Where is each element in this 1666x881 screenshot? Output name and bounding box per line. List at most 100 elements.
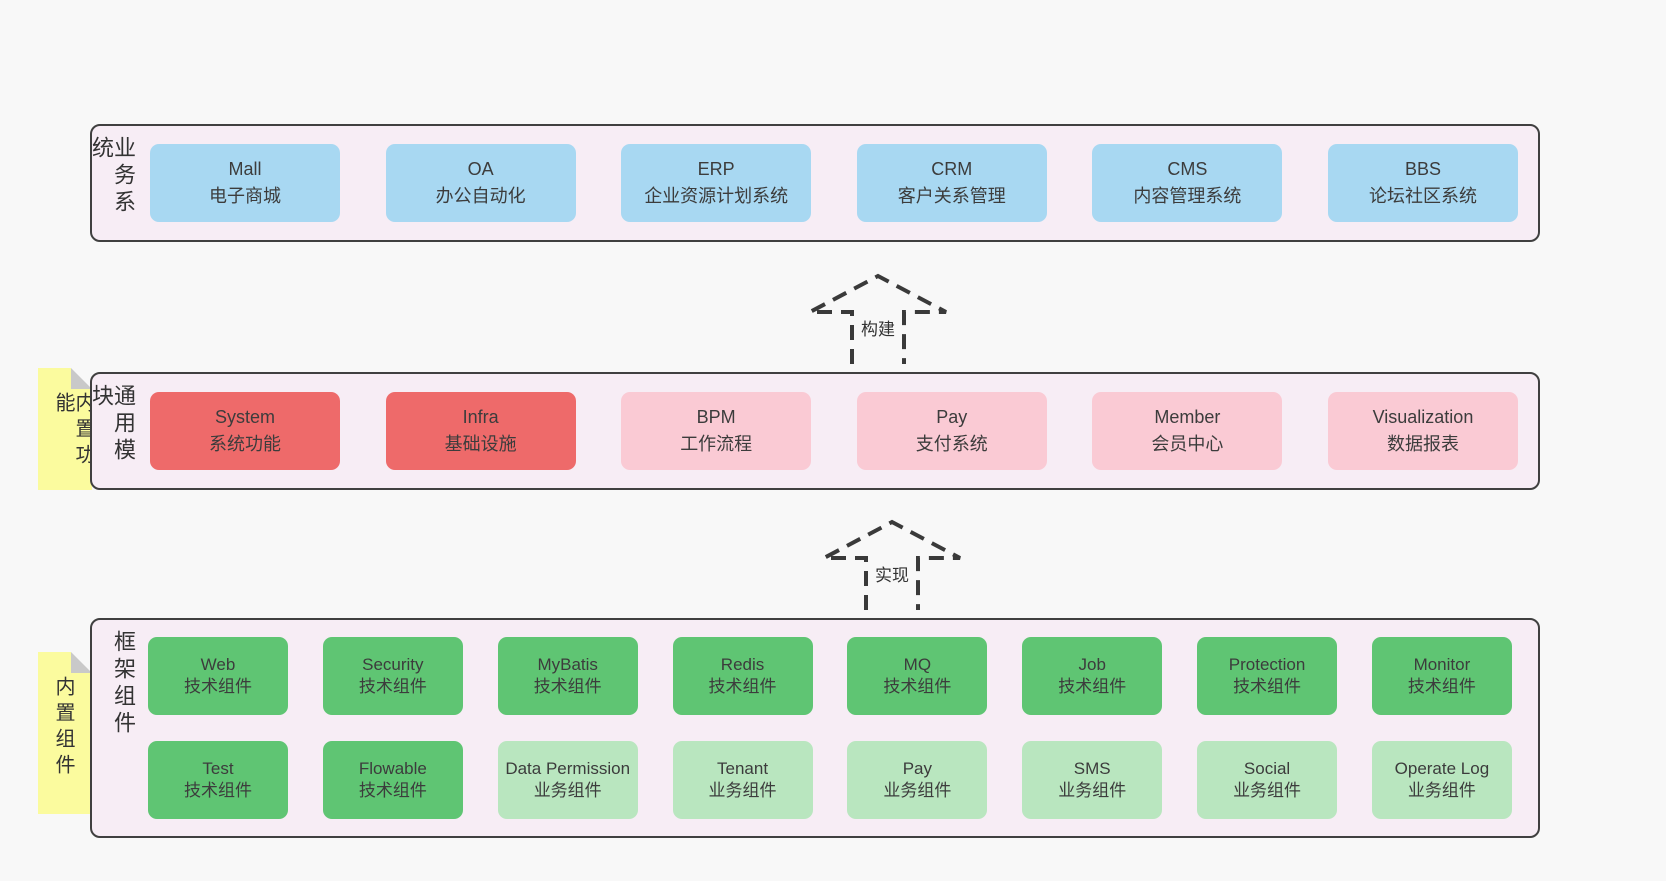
components-row-2: Test 技术组件 Flowable 技术组件 Data Permission …	[148, 741, 1512, 819]
component-box-pay: Pay 业务组件	[847, 741, 988, 819]
component-box-web: Web 技术组件	[148, 637, 288, 715]
box-desc: 业务组件	[1407, 781, 1476, 800]
box-name: Member	[1154, 407, 1221, 427]
box-desc: 技术组件	[883, 677, 952, 696]
component-box-flowable: Flowable 技术组件	[322, 741, 463, 819]
box-desc: 系统功能	[209, 434, 281, 454]
business-box-crm: CRM 客户关系管理	[856, 144, 1047, 222]
band-modules-row: System 系统功能 Infra 基础设施 BPM 工作流程 Pay 支付系统…	[134, 374, 1538, 488]
box-name: CRM	[931, 159, 973, 179]
box-name: System	[214, 407, 275, 427]
band-modules-label: 通用模块	[89, 384, 136, 465]
box-name: Job	[1078, 654, 1106, 674]
box-name: MyBatis	[537, 654, 598, 674]
module-box-member: Member 会员中心	[1092, 392, 1283, 470]
sticky-note-text: 内置功能	[52, 392, 94, 470]
component-box-social: Social 业务组件	[1197, 741, 1338, 819]
box-desc: 技术组件	[708, 677, 777, 696]
component-box-sms: SMS 业务组件	[1022, 741, 1163, 819]
box-desc: 技术组件	[358, 781, 427, 800]
module-box-pay: Pay 支付系统	[856, 392, 1047, 470]
components-row-1: Web 技术组件 Security 技术组件 MyBatis 技术组件 Redi…	[148, 637, 1512, 715]
box-desc: 业务组件	[708, 781, 777, 800]
component-box-test: Test 技术组件	[148, 741, 288, 819]
box-name: Social	[1243, 758, 1291, 778]
box-desc: 办公自动化	[435, 186, 526, 206]
box-desc: 数据报表	[1386, 434, 1459, 454]
module-box-bpm: BPM 工作流程	[621, 392, 812, 470]
module-box-visualization: Visualization 数据报表	[1327, 392, 1518, 470]
box-name: Redis	[720, 654, 765, 674]
box-name: Pay	[902, 758, 933, 778]
implement-arrow-label: 实现	[873, 561, 911, 586]
component-box-protection: Protection 技术组件	[1197, 637, 1338, 715]
box-name: BPM	[696, 407, 736, 427]
box-desc: 业务组件	[533, 781, 602, 800]
box-desc: 基础设施	[444, 434, 517, 454]
sticky-note-builtin-functions: 内置功能	[38, 368, 94, 490]
box-desc: 业务组件	[883, 781, 952, 800]
box-desc: 技术组件	[1407, 677, 1476, 696]
up-arrow-icon	[823, 519, 961, 610]
box-name: OA	[467, 159, 494, 179]
box-desc: 技术组件	[358, 677, 427, 696]
build-arrow-label: 构建	[859, 315, 897, 340]
box-name: Tenant	[717, 758, 769, 778]
box-name: Data Permission	[505, 758, 631, 778]
box-name: Protection	[1228, 654, 1306, 674]
box-name: Test	[202, 758, 234, 778]
business-box-bbs: BBS 论坛社区系统	[1327, 144, 1518, 222]
box-name: Flowable	[358, 758, 427, 778]
sticky-note-builtin-components: 内置组件	[38, 652, 92, 814]
box-desc: 技术组件	[184, 677, 252, 696]
band-common-modules: 通用模块 System 系统功能 Infra 基础设施 BPM 工作流程 Pay…	[89, 372, 1540, 490]
box-name: SMS	[1073, 758, 1111, 778]
component-box-operate-log: Operate Log 业务组件	[1371, 741, 1512, 819]
band-components-label: 框架组件	[111, 630, 136, 738]
box-name: Mall	[228, 159, 262, 179]
business-box-cms: CMS 内容管理系统	[1092, 144, 1283, 222]
business-box-erp: ERP 企业资源计划系统	[621, 144, 812, 222]
band-components-rows: Web 技术组件 Security 技术组件 MyBatis 技术组件 Redi…	[134, 620, 1538, 836]
box-name: ERP	[697, 159, 735, 179]
box-name: Operate Log	[1394, 758, 1490, 778]
box-desc: 支付系统	[915, 434, 988, 454]
band-business-systems: 业务系统 Mall 电子商城 OA 办公自动化 ERP 企业资源计划系统 CRM…	[89, 124, 1540, 242]
band-business-row: Mall 电子商城 OA 办公自动化 ERP 企业资源计划系统 CRM 客户关系…	[134, 126, 1538, 240]
box-name: Security	[362, 654, 424, 674]
box-desc: 论坛社区系统	[1368, 186, 1477, 206]
implement-arrow: 实现	[820, 518, 964, 610]
box-desc: 技术组件	[533, 677, 602, 696]
component-box-mq: MQ 技术组件	[847, 637, 988, 715]
band-business-label: 业务系统	[89, 136, 136, 217]
box-name: Pay	[936, 407, 968, 427]
box-name: Infra	[462, 407, 499, 427]
component-box-monitor: Monitor 技术组件	[1371, 637, 1512, 715]
box-name: BBS	[1404, 159, 1441, 179]
box-desc: 业务组件	[1233, 781, 1302, 800]
business-box-mall: Mall 电子商城	[150, 144, 340, 222]
build-arrow: 构建	[806, 272, 950, 364]
box-desc: 电子商城	[209, 186, 281, 206]
module-box-infra: Infra 基础设施	[385, 392, 576, 470]
component-box-job: Job 技术组件	[1022, 637, 1163, 715]
box-desc: 企业资源计划系统	[644, 186, 789, 206]
box-desc: 技术组件	[184, 781, 252, 800]
component-box-mybatis: MyBatis 技术组件	[497, 637, 638, 715]
component-box-security: Security 技术组件	[322, 637, 463, 715]
folded-corner-icon	[71, 652, 92, 673]
component-box-tenant: Tenant 业务组件	[672, 741, 813, 819]
module-box-system: System 系统功能	[150, 392, 340, 470]
sticky-note-text: 内置组件	[52, 676, 74, 780]
business-box-oa: OA 办公自动化	[385, 144, 576, 222]
box-desc: 业务组件	[1058, 781, 1127, 800]
box-desc: 会员中心	[1151, 434, 1224, 454]
box-desc: 工作流程	[680, 434, 753, 454]
box-desc: 内容管理系统	[1133, 186, 1242, 206]
box-desc: 技术组件	[1233, 677, 1302, 696]
box-desc: 客户关系管理	[897, 186, 1006, 206]
box-desc: 技术组件	[1058, 677, 1127, 696]
box-name: Visualization	[1372, 407, 1474, 427]
up-arrow-icon	[809, 273, 947, 364]
